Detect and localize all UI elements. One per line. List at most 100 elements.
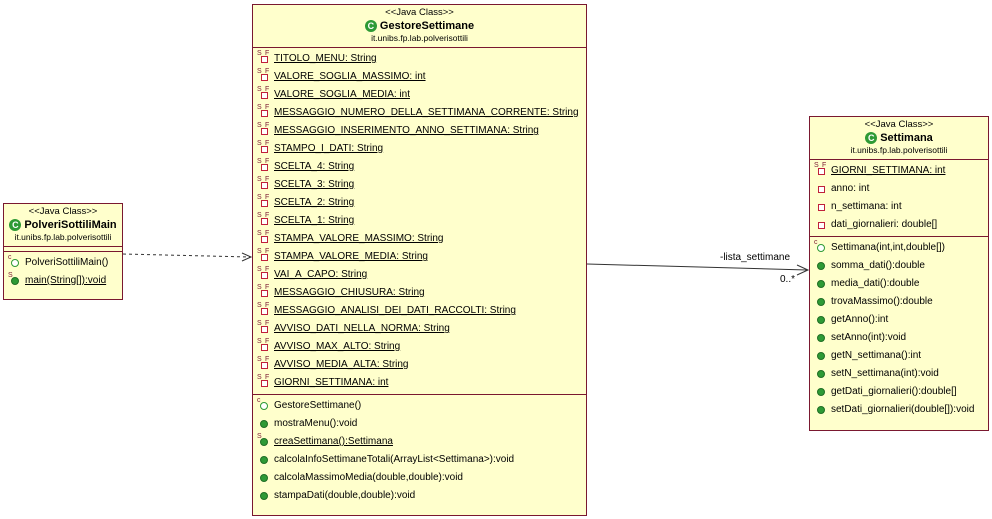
member-text: STAMPA_VALORE_MEDIA: String	[274, 251, 428, 262]
member-row[interactable]: setAnno(int):void	[810, 329, 988, 347]
modifier-marker: S	[257, 230, 262, 237]
member-row[interactable]: getDati_giornalieri():double[]	[810, 383, 988, 401]
member-text: stampaDati(double,double):void	[274, 490, 416, 501]
member-row[interactable]: setDati_giornalieri(double[]):void	[810, 401, 988, 419]
member-row[interactable]: mostraMenu():void	[253, 415, 586, 433]
member-text: SCELTA_3: String	[274, 179, 355, 190]
member-row[interactable]: calcolaInfoSettimaneTotali(ArrayList<Set…	[253, 451, 586, 469]
member-text: MESSAGGIO_NUMERO_DELLA_SETTIMANA_CORRENT…	[274, 107, 579, 118]
modifier-marker: S	[8, 272, 13, 279]
public-member-icon	[814, 278, 828, 290]
member-text: GIORNI_SETTIMANA: int	[831, 165, 946, 176]
class-polverisottilimain[interactable]: <<Java Class>> C PolveriSottiliMain it.u…	[3, 203, 123, 300]
member-row[interactable]: stampaDati(double,double):void	[253, 487, 586, 505]
member-text: MESSAGGIO_CHIUSURA: String	[274, 287, 425, 298]
private-member-icon	[814, 219, 828, 231]
dependency-arrow[interactable]	[122, 252, 253, 262]
member-text: Settimana(int,int,double[])	[831, 242, 945, 253]
modifier-marker: F	[265, 248, 270, 255]
association-arrow[interactable]	[586, 263, 810, 276]
member-row[interactable]: setN_settimana(int):void	[810, 365, 988, 383]
member-row[interactable]: dati_giornalieri: double[]	[810, 216, 988, 234]
modifier-marker: S	[257, 284, 262, 291]
modifier-marker: F	[265, 374, 270, 381]
public-member-icon	[814, 296, 828, 308]
member-row[interactable]: getN_settimana():int	[810, 347, 988, 365]
member-text: setN_settimana(int):void	[831, 368, 939, 379]
member-row[interactable]: calcolaMassimoMedia(double,double):void	[253, 469, 586, 487]
modifier-marker: F	[265, 140, 270, 147]
private-member-icon	[814, 201, 828, 213]
member-row[interactable]: n_settimana: int	[810, 198, 988, 216]
member-text: creaSettimana():Settimana	[274, 436, 393, 447]
member-text: AVVISO_MEDIA_ALTA: String	[274, 359, 409, 370]
public-member-icon	[814, 314, 828, 326]
constructor-icon: c	[257, 397, 271, 412]
public-member-icon	[814, 260, 828, 272]
member-text: anno: int	[831, 183, 870, 194]
member-text: n_settimana: int	[831, 201, 902, 212]
member-row[interactable]: anno: int	[810, 180, 988, 198]
modifier-marker: F	[265, 194, 270, 201]
member-text: setAnno(int):void	[831, 332, 907, 343]
member-text: dati_giornalieri: double[]	[831, 219, 938, 230]
member-text: calcolaMassimoMedia(double,double):void	[274, 472, 463, 483]
attributes-section	[4, 247, 122, 252]
package-label: it.unibs.fp.lab.polverisottili	[371, 33, 468, 43]
member-text: GIORNI_SETTIMANA: int	[274, 377, 389, 388]
member-row[interactable]: getAnno():int	[810, 311, 988, 329]
member-row[interactable]: somma_dati():double	[810, 257, 988, 275]
class-gestoresettimane[interactable]: <<Java Class>> C GestoreSettimane it.uni…	[252, 4, 587, 516]
modifier-marker: S	[257, 122, 262, 129]
modifier-marker: S	[257, 50, 262, 57]
modifier-marker: S	[257, 158, 262, 165]
modifier-marker: F	[265, 122, 270, 129]
member-row[interactable]: media_dati():double	[810, 275, 988, 293]
modifier-marker: S	[257, 248, 262, 255]
modifier-marker: S	[257, 140, 262, 147]
package-label: it.unibs.fp.lab.polverisottili	[850, 145, 948, 155]
member-text: media_dati():double	[831, 278, 920, 289]
class-settimana[interactable]: <<Java Class>> C Settimana it.unibs.fp.l…	[809, 116, 989, 431]
stereotype-label: <<Java Class>>	[28, 206, 98, 217]
package-label: it.unibs.fp.lab.polverisottili	[14, 232, 112, 242]
class-name-text: PolveriSottiliMain	[24, 219, 117, 231]
member-row[interactable]: trovaMassimo():double	[810, 293, 988, 311]
class-name: C GestoreSettimane	[253, 19, 586, 33]
public-member-icon	[814, 386, 828, 398]
modifier-marker: S	[257, 86, 262, 93]
modifier-marker: S	[257, 104, 262, 111]
